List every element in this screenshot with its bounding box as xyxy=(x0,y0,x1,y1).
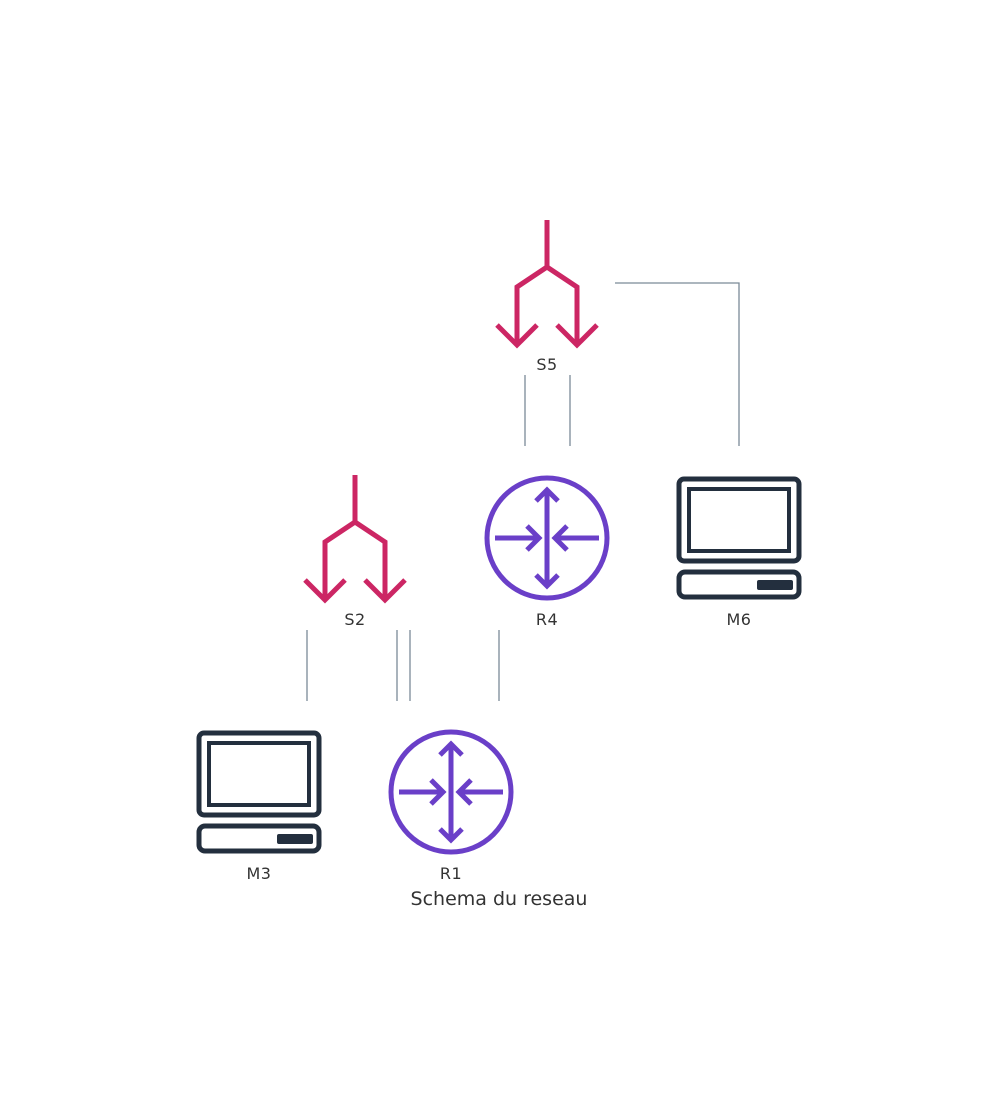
desktop-computer-icon xyxy=(676,476,802,600)
node-m6[interactable]: M6 xyxy=(676,476,802,629)
split-arrows-icon xyxy=(495,220,599,349)
link-s5-m6 xyxy=(615,282,740,446)
diagram-caption: Schema du reseau xyxy=(411,888,588,910)
desktop-computer-icon xyxy=(196,730,322,854)
node-m3[interactable]: M3 xyxy=(196,730,322,883)
node-label-m6: M6 xyxy=(727,610,752,629)
node-label-m3: M3 xyxy=(247,864,272,883)
router-icon xyxy=(388,729,514,855)
node-label-s5: S5 xyxy=(536,355,557,374)
node-r4[interactable]: R4 xyxy=(484,475,610,629)
node-label-s2: S2 xyxy=(344,610,365,629)
node-s2[interactable]: S2 xyxy=(303,475,407,629)
node-s5[interactable]: S5 xyxy=(495,220,599,374)
links xyxy=(306,282,740,701)
node-r1[interactable]: R1 xyxy=(388,729,514,883)
split-arrows-icon xyxy=(303,475,407,604)
router-icon xyxy=(484,475,610,601)
node-label-r1: R1 xyxy=(440,864,462,883)
node-label-r4: R4 xyxy=(536,610,558,629)
